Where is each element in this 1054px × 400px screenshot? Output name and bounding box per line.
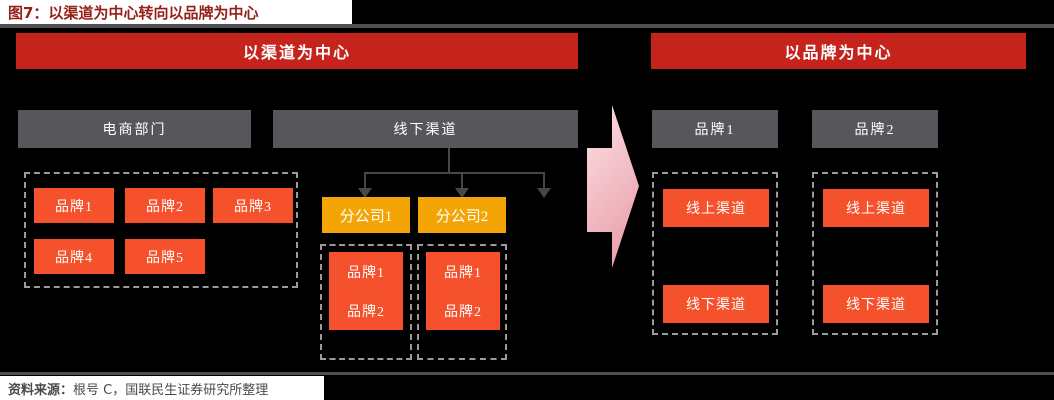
subsidiary-2-brands-group: 品牌1 品牌2: [417, 244, 507, 360]
header-brand-2: 品牌2: [812, 110, 938, 148]
brand-chip: 品牌1: [34, 188, 114, 223]
header-offline-channel: 线下渠道: [273, 110, 578, 148]
header-ecommerce-dept: 电商部门: [18, 110, 251, 148]
channel-chip: 线上渠道: [823, 189, 929, 227]
top-rule: [0, 24, 1054, 28]
brand-chip: 品牌5: [125, 239, 205, 274]
channel-chip: 线下渠道: [663, 285, 769, 323]
header-brand-1: 品牌1: [652, 110, 778, 148]
brand-1-channels-group: 线上渠道 线下渠道: [652, 172, 778, 335]
connector-drop: [461, 172, 463, 188]
brand-chip: 品牌2: [426, 291, 500, 330]
brand-chip: 品牌1: [329, 252, 403, 291]
figure-title: 图7：以渠道为中心转向以品牌为中心: [8, 4, 259, 22]
channel-chip: 线下渠道: [823, 285, 929, 323]
brand-chip: 品牌2: [329, 291, 403, 330]
brand-chip: 品牌4: [34, 239, 114, 274]
subsidiary-1-brands-group: 品牌1 品牌2: [320, 244, 412, 360]
source-label: 资料来源：: [8, 382, 74, 398]
brand-2-channels-group: 线上渠道 线下渠道: [812, 172, 938, 335]
source-note: 资料来源：根号 C，国联民生证券研究所整理: [8, 379, 268, 398]
connector-drop: [543, 172, 545, 188]
brand-chip: 品牌2: [125, 188, 205, 223]
source-patch: 资料来源：根号 C，国联民生证券研究所整理: [0, 376, 324, 400]
subsidiary-2-box: 分公司2: [418, 197, 506, 233]
figure-title-patch: 图7：以渠道为中心转向以品牌为中心: [0, 0, 352, 25]
brand-chip: 品牌3: [213, 188, 293, 223]
ecommerce-brands-group: 品牌1 品牌2 品牌3 品牌4 品牌5: [24, 172, 298, 288]
source-text: 根号 C，国联民生证券研究所整理: [73, 382, 269, 398]
subsidiary-1-box: 分公司1: [322, 197, 410, 233]
connector-crossbar: [365, 172, 545, 174]
down-arrowhead-icon: [358, 188, 372, 198]
connector-drop: [364, 172, 366, 188]
banner-channel-centric: 以渠道为中心: [16, 33, 578, 69]
banner-brand-centric: 以品牌为中心: [651, 33, 1026, 69]
flow-arrow-icon: [587, 105, 639, 268]
connector-stem: [448, 148, 450, 173]
channel-chip: 线上渠道: [663, 189, 769, 227]
down-arrowhead-icon: [455, 188, 469, 198]
brand-chip: 品牌1: [426, 252, 500, 291]
bottom-rule: [0, 372, 1054, 375]
down-arrowhead-icon: [537, 188, 551, 198]
